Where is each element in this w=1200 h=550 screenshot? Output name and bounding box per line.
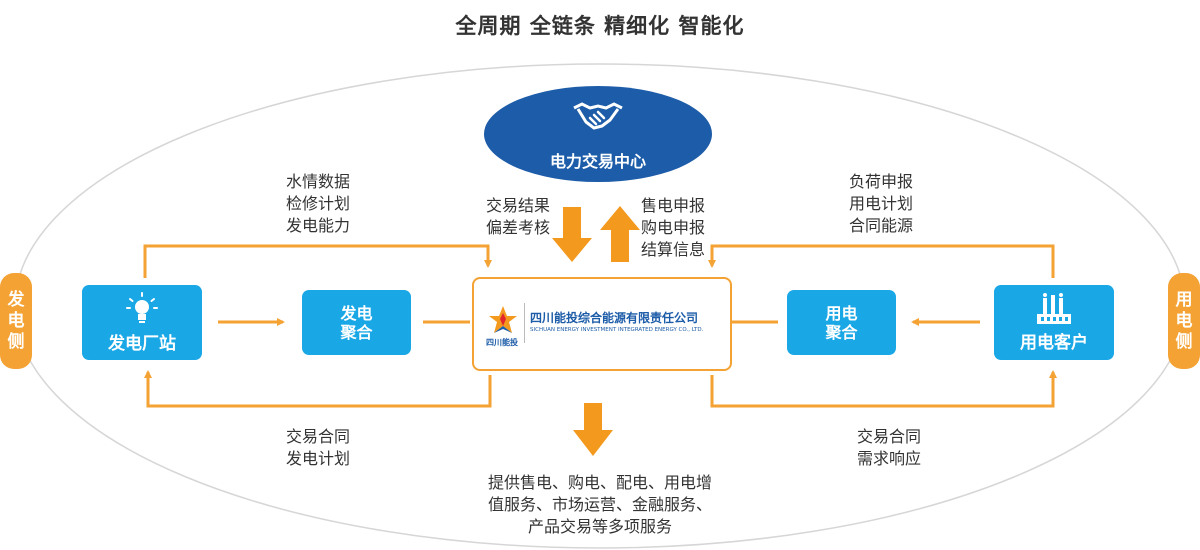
service-down-arrow <box>573 403 613 456</box>
annotation-line: 负荷申报 <box>849 172 914 191</box>
page-title: 全周期 全链条 精细化 智能化 <box>455 14 745 38</box>
company-to-plant-line <box>144 370 492 408</box>
annotation-line: 水情数据 <box>286 172 351 191</box>
gen-aggregation-line1: 发电 <box>340 303 373 323</box>
annotation-center-down: 交易结果 偏差考核 <box>486 195 550 239</box>
annotation-line: 交易结果 <box>486 196 551 215</box>
side-char: 电 <box>1175 310 1193 331</box>
annotation-top-right: 负荷申报 用电计划 合同能源 <box>849 171 913 237</box>
side-char: 发 <box>7 289 25 310</box>
generation-side-label: 发 电 侧 <box>0 273 32 369</box>
annotation-line: 产品交易等多项服务 <box>527 517 672 536</box>
customer-node[interactable]: 用电客户 <box>994 285 1114 360</box>
trading-center-node[interactable]: 电力交易中心 <box>484 86 712 182</box>
up-arrow <box>600 206 640 262</box>
logo-text: 四川能投 <box>486 338 518 347</box>
generation-aggregation-node[interactable]: 发电 聚合 <box>302 290 411 355</box>
lightbulb-icon <box>126 292 158 323</box>
factory-icon <box>1037 293 1071 324</box>
annotation-line: 交易合同 <box>857 427 922 446</box>
use-aggregation-line1: 用电 <box>825 303 858 323</box>
consumption-side-label: 用 电 侧 <box>1168 273 1200 369</box>
side-char: 侧 <box>1175 331 1193 352</box>
handshake-icon <box>573 102 623 130</box>
plant-to-company-line <box>143 244 492 278</box>
side-char: 电 <box>7 310 25 331</box>
star-logo-icon <box>489 306 517 333</box>
company-node[interactable]: 四川能投 四川能投综合能源有限责任公司 SICHUAN ENERGY INVES… <box>472 277 732 371</box>
annotation-line: 发电能力 <box>286 216 351 235</box>
power-plant-node[interactable]: 发电厂站 <box>82 285 202 360</box>
annotation-line: 发电计划 <box>286 449 351 468</box>
annotation-line: 用电计划 <box>849 194 914 213</box>
use-aggregation-line2: 聚合 <box>825 322 858 342</box>
annotation-line: 结算信息 <box>641 240 706 259</box>
trading-center-label: 电力交易中心 <box>549 152 646 171</box>
customer-to-company-line <box>708 244 1055 278</box>
annotation-line: 值服务、市场运营、金融服务、 <box>487 495 712 514</box>
company-to-customer-line <box>710 370 1057 408</box>
gen-aggregation-line2: 聚合 <box>340 322 373 342</box>
company-name-en: SICHUAN ENERGY INVESTMENT INTEGRATED ENE… <box>530 327 704 333</box>
annotation-line: 检修计划 <box>286 194 351 213</box>
annotation-line: 需求响应 <box>857 449 922 468</box>
logo-divider <box>524 303 525 343</box>
annotation-center-up: 售电申报 购电申报 结算信息 <box>641 195 705 261</box>
side-char: 侧 <box>7 331 25 352</box>
annotation-line: 购电申报 <box>641 218 706 237</box>
annotation-top-left: 水情数据 检修计划 发电能力 <box>286 171 350 237</box>
down-arrow <box>552 207 592 262</box>
annotation-line: 提供售电、购电、配电、用电增 <box>487 473 712 492</box>
side-char: 用 <box>1175 289 1193 310</box>
annotation-services: 提供售电、购电、配电、用电增 值服务、市场运营、金融服务、 产品交易等多项服务 <box>460 472 740 538</box>
annotation-bottom-right: 交易合同 需求响应 <box>857 426 921 470</box>
customer-label: 用电客户 <box>1020 333 1088 353</box>
consumption-aggregation-node[interactable]: 用电 聚合 <box>787 290 896 355</box>
annotation-line: 偏差考核 <box>486 218 551 237</box>
company-name-cn: 四川能投综合能源有限责任公司 <box>530 311 699 325</box>
annotation-line: 售电申报 <box>641 196 706 215</box>
power-plant-label: 发电厂站 <box>108 334 176 354</box>
annotation-bottom-left: 交易合同 发电计划 <box>286 426 350 470</box>
annotation-line: 交易合同 <box>286 427 351 446</box>
annotation-line: 合同能源 <box>849 216 914 235</box>
